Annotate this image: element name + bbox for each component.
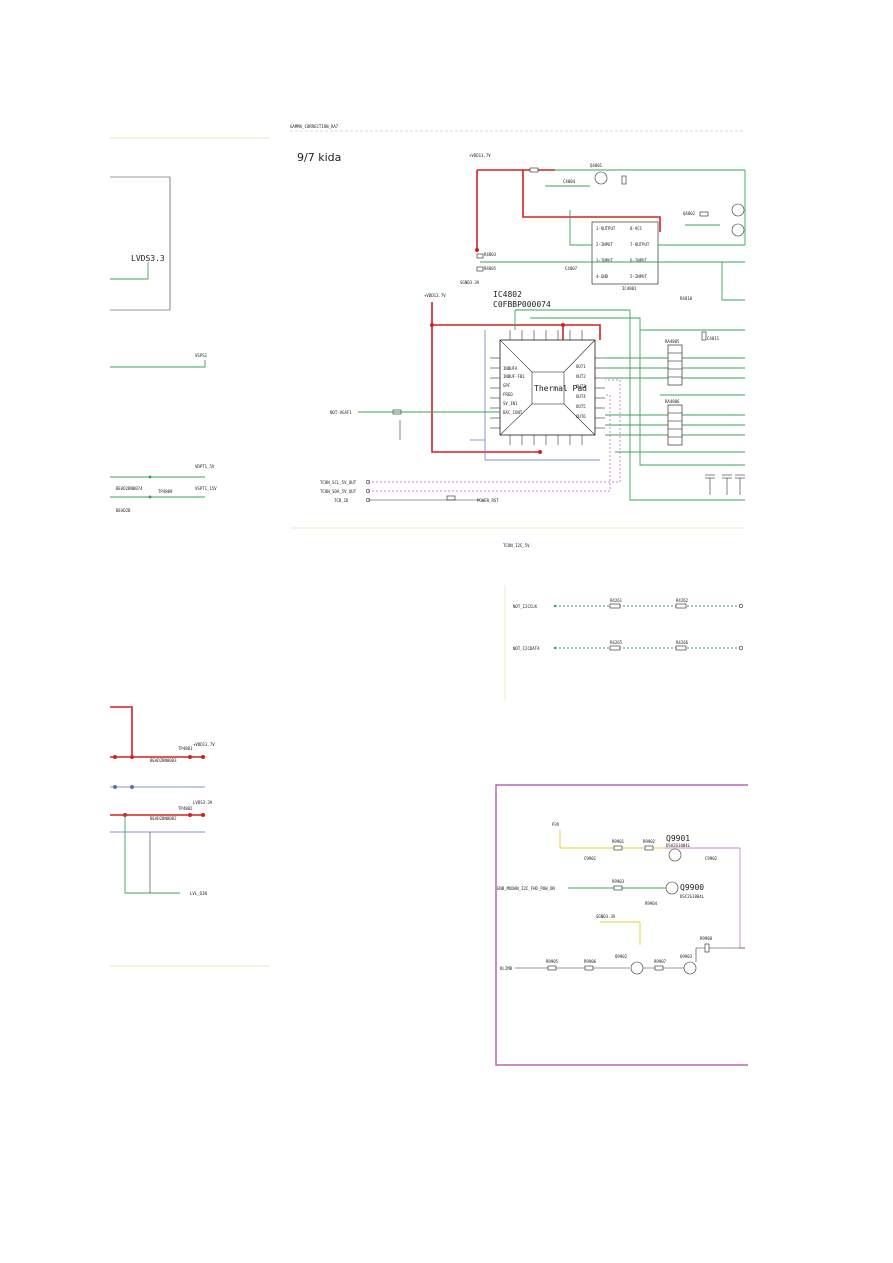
svg-text:SV_IN1: SV_IN1 <box>503 401 518 406</box>
sheet-title: GAMMA_CORRECTION_RA7 <box>290 124 339 129</box>
connector-block-2 <box>667 404 683 446</box>
q-top-part: DSA2G1004L <box>666 843 691 848</box>
svg-text:R9907: R9907 <box>654 959 667 964</box>
svg-text:OUT3: OUT3 <box>576 384 586 389</box>
svg-text:TP4801: TP4801 <box>178 746 193 751</box>
svg-text:R4810: R4810 <box>680 296 693 301</box>
svg-text:R4266: R4266 <box>676 640 689 645</box>
svg-text:R9905: R9905 <box>546 959 559 964</box>
svg-text:Q9902: Q9902 <box>615 954 628 959</box>
svg-text:INBUFA: INBUFA <box>503 366 518 371</box>
svg-text:OUT2: OUT2 <box>576 374 586 379</box>
main-schematic: +VDD13.7V IC4801 1-OUTPUT 2-INPUT 3-INPU… <box>320 153 746 503</box>
svg-text:R4805: R4805 <box>484 266 497 271</box>
svg-text:OUT6: OUT6 <box>576 414 586 419</box>
svg-text:7-OUTPUT: 7-OUTPUT <box>630 242 650 247</box>
purple-supply: P3V <box>552 822 560 827</box>
bottom-left: +VDD13.7V LVDS3.3V TP4801 TP4802 BEAD2BN… <box>110 706 215 896</box>
svg-text:TCON_SDA_5V_OUT: TCON_SDA_5V_OUT <box>320 489 357 494</box>
svg-text:FREQ: FREQ <box>503 392 513 397</box>
svg-text:Q9903: Q9903 <box>680 954 693 959</box>
left-line-1: BEAD2BN8074 <box>116 486 143 491</box>
svg-text:R9908: R9908 <box>700 936 713 941</box>
svg-text:R4262: R4262 <box>676 598 689 603</box>
svg-text:8-VCC: 8-VCC <box>630 226 643 231</box>
svg-text:POWER_RST: POWER_RST <box>477 498 499 503</box>
svg-text:R9902: R9902 <box>643 839 656 844</box>
bus-title: TCON_I2C_5V <box>503 543 530 548</box>
vsu-label: VSPT1_15V <box>195 486 217 491</box>
svg-text:BEAD2BN8083: BEAD2BN8083 <box>150 758 177 763</box>
svg-text:4-GND: 4-GND <box>596 274 609 279</box>
purple-box: P3V SGND3.3V Q9901 DSA2G1004L Q9900 DSC2… <box>495 784 748 1066</box>
bus-signal-2: NOT_I2CDATA <box>513 646 540 651</box>
bottom-supply-1: +VDD13.7V <box>193 742 215 747</box>
svg-text:C9902: C9902 <box>705 856 718 861</box>
svg-text:DAC_CONT: DAC_CONT <box>503 410 523 415</box>
ic-left-supply: +VDD13.7V <box>424 293 446 298</box>
svg-text:2-INPUT: 2-INPUT <box>596 242 613 247</box>
upper-ic <box>591 221 659 285</box>
left-panel: LVDS3.3 VSPS1 VDPT1_5V VSPT1_15V TP4809 … <box>110 176 217 513</box>
bus-section: TCON_I2C_5V NOT_I2CCLK NOT_I2CDATA R4261… <box>503 543 744 700</box>
svg-text:TCON_SCL_5V_OUT: TCON_SCL_5V_OUT <box>320 480 357 485</box>
connector-block-1 <box>667 344 683 386</box>
svg-text:C4804: C4804 <box>563 179 576 184</box>
svg-text:BEAD2BN8082: BEAD2BN8082 <box>150 816 177 821</box>
svg-text:3-INPUT: 3-INPUT <box>596 258 613 263</box>
left-line-2: BEAD2B <box>116 508 131 513</box>
svg-text:R9904: R9904 <box>645 901 658 906</box>
q4801-label: Q4801 <box>590 163 603 168</box>
q-mid-part: DSC2G1004L <box>680 894 705 899</box>
thermal-pad-label: Thermal Pad <box>534 384 587 393</box>
vsp-label: VSPS1 <box>195 353 208 358</box>
svg-text:C9901: C9901 <box>584 856 597 861</box>
svg-text:R4265: R4265 <box>610 640 623 645</box>
svg-text:TCB_1D: TCB_1D <box>334 498 349 503</box>
q-mid-ref: Q9900 <box>680 883 704 892</box>
svg-text:C4807: C4807 <box>565 266 578 271</box>
q-top-ref: Q9901 <box>666 834 690 843</box>
tp-label: TP4809 <box>158 489 173 494</box>
svg-text:RA4805: RA4805 <box>665 339 680 344</box>
svg-text:INBUF-FB1: INBUF-FB1 <box>503 374 525 379</box>
purple-input: ENB_MODAN_I2C_FHD_POW_ON <box>497 886 555 891</box>
vdd-label: VDPT1_5V <box>195 464 215 469</box>
svg-text:R9901: R9901 <box>612 839 625 844</box>
upper-ic-label: IC4801 <box>622 286 637 291</box>
gnd-supply: SGND3.3V <box>460 280 480 285</box>
svg-text:OUT5: OUT5 <box>576 404 586 409</box>
svg-text:R4803: R4803 <box>484 252 497 257</box>
svg-text:R9906: R9906 <box>584 959 597 964</box>
svg-text:GPF: GPF <box>503 383 511 388</box>
svg-text:6-INPUT: 6-INPUT <box>630 258 647 263</box>
svg-text:TP4802: TP4802 <box>178 806 193 811</box>
input-signal: NOT-VGAF1 <box>330 410 352 415</box>
ic-ref: IC4802 <box>493 290 522 299</box>
handwritten-note: 9/7 kida <box>297 151 341 164</box>
bus-signal-1: NOT_I2CCLK <box>513 604 538 609</box>
bottom-output: LVL_DIN <box>190 891 207 896</box>
lvds-label: LVDS3.3 <box>131 254 165 263</box>
purple-supply-2: SGND3.3V <box>596 914 616 919</box>
ic-part: C0FBBP000074 <box>493 300 551 309</box>
bottom-supply-2: LVDS3.3V <box>193 800 213 805</box>
thermal-pad <box>531 371 565 405</box>
svg-text:RA4806: RA4806 <box>665 399 680 404</box>
svg-text:1-OUTPUT: 1-OUTPUT <box>596 226 616 231</box>
klimb-signal: KLIMB <box>500 966 513 971</box>
svg-text:C4811: C4811 <box>707 336 720 341</box>
svg-text:R4261: R4261 <box>610 598 623 603</box>
svg-text:OUT4: OUT4 <box>576 394 586 399</box>
q4802-label: Q4802 <box>683 211 696 216</box>
svg-text:5-INPUT: 5-INPUT <box>630 274 647 279</box>
svg-text:R9903: R9903 <box>612 879 625 884</box>
svg-text:OUT1: OUT1 <box>576 364 586 369</box>
top-supply: +VDD13.7V <box>469 153 491 158</box>
